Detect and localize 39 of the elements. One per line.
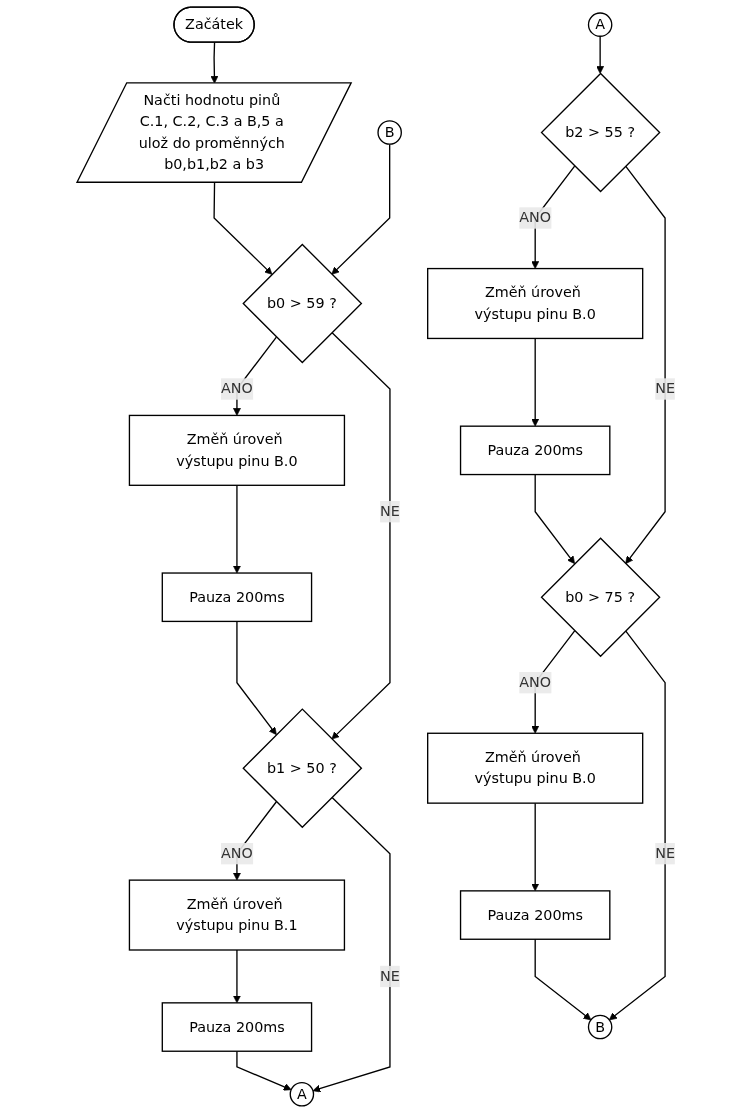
arrow bbox=[233, 949, 241, 1004]
arrow bbox=[624, 165, 666, 564]
node-box: Pauza 200ms bbox=[459, 425, 611, 476]
arrow bbox=[236, 1050, 292, 1091]
edge-label: NE bbox=[380, 967, 400, 985]
node-circle: B bbox=[377, 120, 402, 145]
arrow bbox=[531, 802, 540, 892]
node-box: Změň úroveň výstupu pinu B.0 bbox=[427, 267, 644, 340]
node-circle: A bbox=[587, 12, 613, 37]
arrow bbox=[331, 331, 391, 740]
node-diamond: b0 > 75 ? bbox=[540, 537, 661, 658]
arrow bbox=[534, 938, 592, 1021]
node-diamond: b2 > 55 ? bbox=[540, 72, 661, 193]
node-box: Změň úroveň výstupu pinu B.0 bbox=[427, 732, 644, 804]
node-box: Pauza 200ms bbox=[161, 572, 313, 623]
node-circle: A bbox=[289, 1081, 315, 1107]
node-diamond: b1 > 50 ? bbox=[242, 708, 363, 829]
arrow bbox=[236, 620, 277, 735]
node-box: Změň úroveň výstupu pinu B.1 bbox=[128, 879, 346, 951]
edge-label: ANO bbox=[221, 844, 253, 862]
arrow bbox=[596, 35, 605, 74]
node-circle: B bbox=[587, 1014, 613, 1040]
edge-label: ANO bbox=[221, 380, 253, 398]
node-box: Změň úroveň výstupu pinu B.0 bbox=[128, 414, 346, 486]
node-diamond: b0 > 59 ? bbox=[242, 243, 363, 364]
edge-label: ANO bbox=[519, 673, 552, 691]
arrow bbox=[233, 484, 241, 574]
arrow bbox=[534, 473, 575, 564]
edge-label: ANO bbox=[519, 209, 552, 227]
arrow bbox=[331, 143, 391, 275]
node-box: Pauza 200ms bbox=[161, 1002, 313, 1052]
edge-label: NE bbox=[655, 844, 675, 862]
arrow bbox=[531, 337, 540, 427]
arrow bbox=[608, 630, 666, 1021]
arrow bbox=[312, 796, 391, 1093]
edge-label: NE bbox=[655, 380, 675, 398]
edge-label: NE bbox=[380, 502, 400, 520]
node-box: Pauza 200ms bbox=[459, 890, 611, 940]
arrow bbox=[213, 182, 273, 275]
